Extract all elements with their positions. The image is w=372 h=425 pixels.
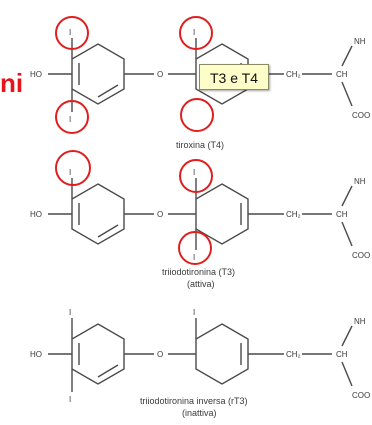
molecule-rt3: O HO I I I CH₂ CH NH COO triiodotironina… [30, 308, 370, 418]
t4-iodine-highlight-3 [179, 16, 213, 50]
t3-iodine-3: I [193, 253, 195, 262]
t3-iodine-1: I [69, 168, 71, 177]
t3-ch-label: CH [336, 210, 348, 219]
rt3-right-ring [195, 323, 249, 385]
rt3-note: (inattiva) [182, 408, 217, 418]
t4-caption: tiroxina (T4) [176, 140, 224, 150]
rt3-nh-label: NH [354, 317, 366, 326]
t4-ch2-label: CH₂ [286, 70, 301, 79]
rt3-ether-oxygen: O [157, 350, 163, 359]
t4-ch-label: CH [336, 70, 348, 79]
t4-ho-label: HO [30, 70, 42, 79]
molecule-t4: O HO I I I CH₂ CH NH COO tiroxina (T4) [30, 16, 370, 150]
t3-ether-oxygen: O [157, 210, 163, 219]
rt3-iodine-2: I [69, 395, 71, 404]
t3-caption: triiodotironina (T3) [162, 267, 235, 277]
rt3-iodine-1: I [69, 308, 71, 317]
t4-iodine-2: I [69, 115, 71, 124]
t3-ch2-label: CH₂ [286, 210, 301, 219]
t3-iodine-highlight-2 [179, 159, 213, 193]
t3-iodine-highlight-1 [55, 150, 91, 186]
rt3-ch2-label: CH₂ [286, 350, 301, 359]
tooltip-t3-t4: T3 e T4 [199, 64, 269, 90]
t4-iodine-3: I [193, 28, 195, 37]
t3-nh-label: NH [354, 177, 366, 186]
t4-iodine-highlight-4 [180, 98, 214, 132]
partial-side-text: ni [0, 68, 24, 98]
rt3-ho-label: HO [30, 350, 42, 359]
molecule-t3: O HO I I I CH₂ CH NH COO triiodotironina… [30, 150, 370, 289]
t3-left-ring [71, 183, 125, 245]
rt3-coo-label: COO [352, 391, 370, 400]
t3-iodine-2: I [193, 168, 195, 177]
t4-iodine-highlight-1 [55, 16, 89, 50]
t4-nh-label: NH [354, 37, 366, 46]
t3-note: (attiva) [187, 279, 215, 289]
rt3-left-ring [71, 323, 125, 385]
rt3-ch-label: CH [336, 350, 348, 359]
t3-iodine-highlight-3 [178, 231, 212, 265]
rt3-caption: triiodotironina inversa (rT3) [140, 396, 248, 406]
rt3-iodine-3: I [193, 308, 195, 317]
t4-coo-label: COO [352, 111, 370, 120]
t4-iodine-highlight-2 [55, 100, 89, 134]
t3-coo-label: COO [352, 251, 370, 260]
t4-ether-oxygen: O [157, 70, 163, 79]
t4-left-ring [71, 43, 125, 105]
t3-ho-label: HO [30, 210, 42, 219]
t4-iodine-1: I [69, 28, 71, 37]
